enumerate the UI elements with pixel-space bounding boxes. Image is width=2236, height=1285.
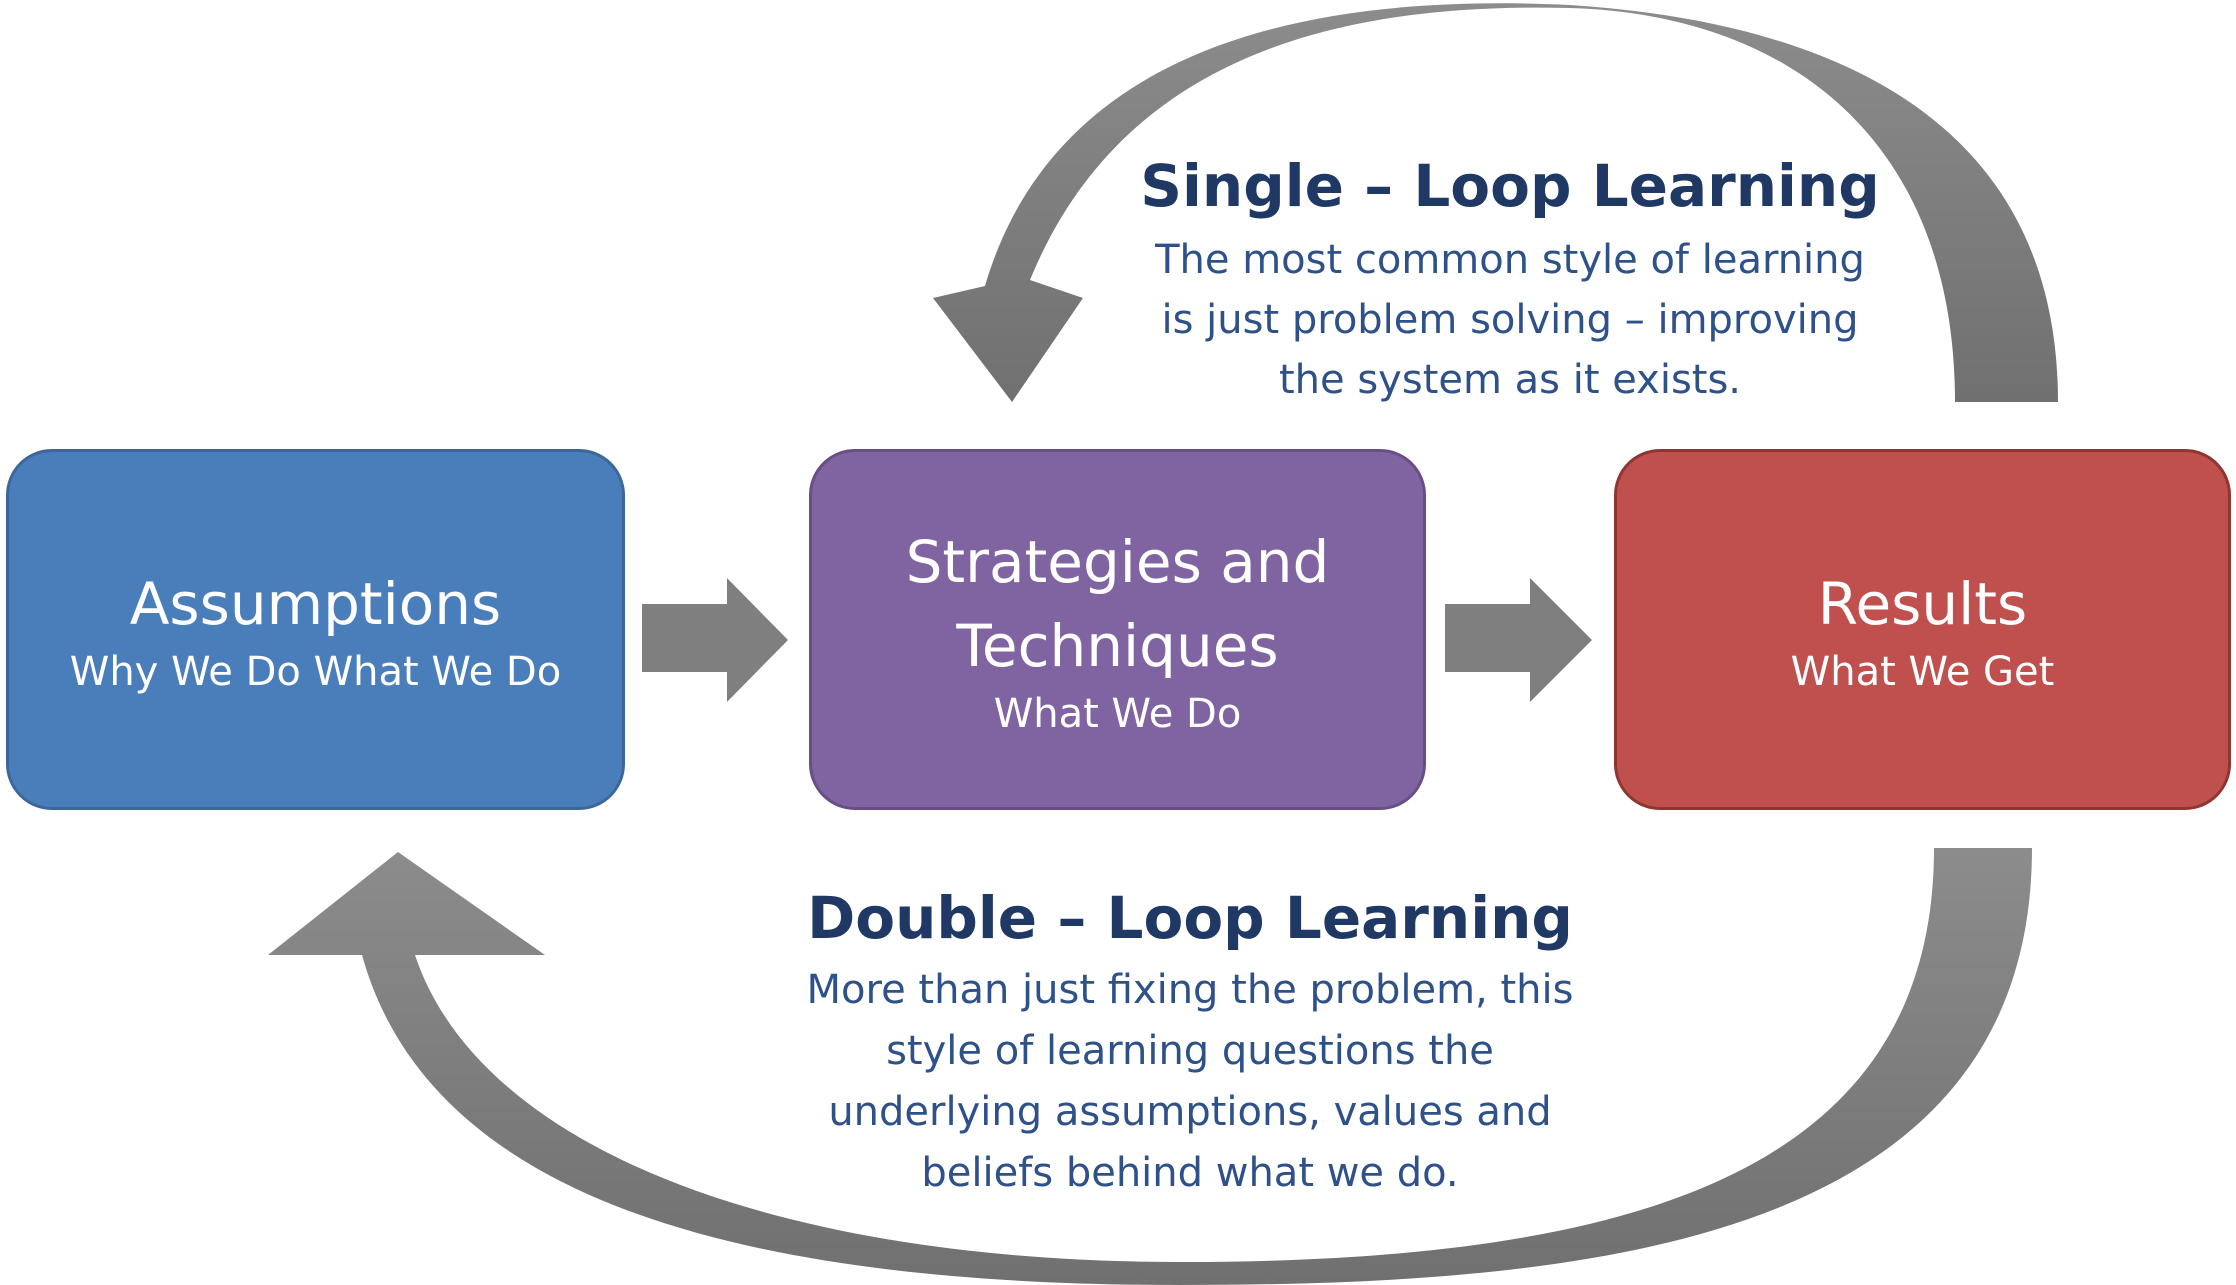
single-loop-title: Single – Loop Learning bbox=[1140, 152, 1880, 220]
arrow-assumptions-to-strategies bbox=[642, 578, 788, 702]
strategies-title-line1: Strategies and bbox=[905, 527, 1330, 596]
strategies-box: Strategies and Techniques What We Do bbox=[809, 449, 1426, 810]
double-loop-title: Double – Loop Learning bbox=[807, 884, 1573, 952]
strategies-subtitle: What We Do bbox=[993, 690, 1242, 737]
double-loop-desc-line: beliefs behind what we do. bbox=[921, 1150, 1459, 1196]
double-loop-desc-line: style of learning questions the bbox=[886, 1028, 1494, 1074]
double-loop-description: More than just fixing the problem, this … bbox=[760, 960, 1620, 1204]
single-loop-text: Single – Loop Learning The most common s… bbox=[1100, 150, 1920, 410]
arrow-strategies-to-results bbox=[1445, 578, 1592, 702]
double-loop-desc-line: More than just fixing the problem, this bbox=[806, 967, 1574, 1013]
double-loop-arrow bbox=[268, 848, 2032, 1285]
strategies-title-line2: Techniques bbox=[956, 611, 1279, 680]
results-box: Results What We Get bbox=[1614, 449, 2231, 810]
single-loop-desc-line: is just problem solving – improving bbox=[1161, 297, 1859, 343]
results-title: Results bbox=[1817, 569, 2028, 638]
single-loop-description: The most common style of learning is jus… bbox=[1100, 230, 1920, 410]
double-loop-text: Double – Loop Learning More than just fi… bbox=[760, 882, 1620, 1204]
assumptions-box: Assumptions Why We Do What We Do bbox=[6, 449, 625, 810]
double-loop-desc-line: underlying assumptions, values and bbox=[828, 1089, 1552, 1135]
assumptions-title: Assumptions bbox=[129, 569, 502, 638]
single-loop-desc-line: the system as it exists. bbox=[1278, 357, 1742, 403]
assumptions-subtitle: Why We Do What We Do bbox=[69, 648, 562, 695]
single-loop-desc-line: The most common style of learning bbox=[1155, 237, 1865, 283]
results-subtitle: What We Get bbox=[1790, 648, 2055, 695]
